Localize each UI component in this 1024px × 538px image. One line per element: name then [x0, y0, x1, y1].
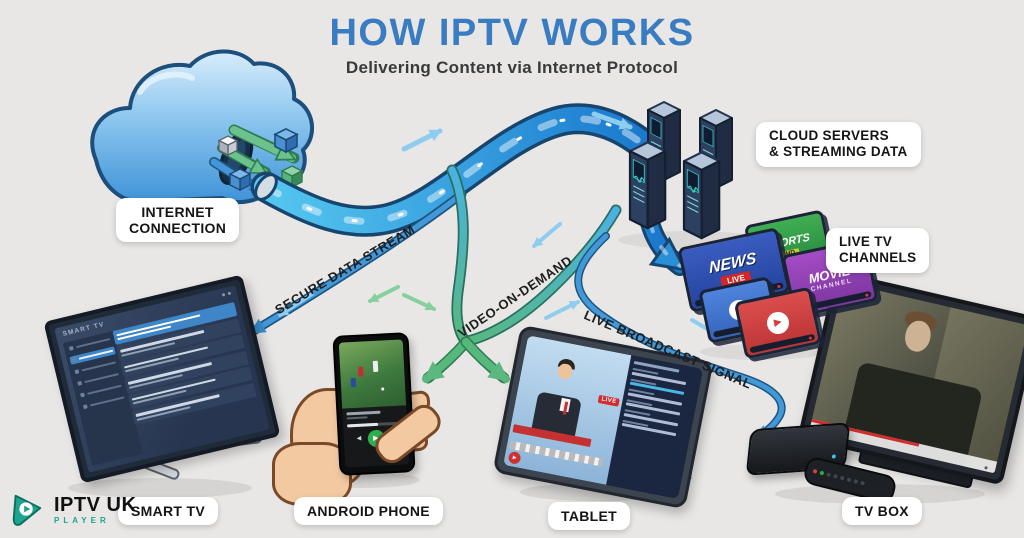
smart-tv-device: SMART TV — [43, 274, 281, 501]
tablet-label: TABLET — [548, 502, 630, 530]
football-player — [357, 366, 364, 377]
cloud-server-racks — [628, 101, 733, 240]
page-title: HOW IPTV WORKS — [329, 12, 695, 54]
live-badge: LIVE — [597, 394, 621, 407]
cloud-servers-label: CLOUD SERVERS & STREAMING DATA — [756, 122, 921, 167]
play-icon: ▶ — [764, 309, 792, 337]
tablet-device: LIVE ▶ — [492, 324, 714, 510]
android-phone-device: ◀ ▶ ▶ — [272, 330, 447, 506]
live-broadcast-line — [574, 232, 786, 441]
page-subtitle: Delivering Content via Internet Protocol — [345, 58, 679, 77]
smart-tv-frame: SMART TV — [43, 274, 281, 484]
data-cubes — [217, 128, 304, 192]
secure-data-stream-line — [247, 189, 467, 337]
smart-tv-screen: SMART TV — [54, 285, 270, 473]
brand-logo: IPTV UK PLAYER — [8, 490, 136, 528]
iptv-player-logo-icon — [12, 494, 42, 526]
brand-logo-text: IPTV UK PLAYER — [54, 494, 136, 525]
android-phone-label: ANDROID PHONE — [294, 497, 443, 525]
football — [380, 387, 384, 391]
text-bar — [346, 410, 381, 415]
power-led — [831, 454, 837, 459]
football-player — [350, 377, 357, 388]
previous-icon: ◀ — [356, 435, 362, 442]
record-icon: ▶ — [507, 450, 522, 465]
internet-connection-label: INTERNET CONNECTION — [116, 198, 240, 242]
brand-name: IPTV UK — [54, 493, 137, 516]
status-icons — [221, 291, 232, 297]
phone-video — [338, 339, 407, 409]
tv-box-label: TV BOX — [842, 497, 922, 525]
brand-subname: PLAYER — [54, 515, 110, 525]
football-player — [372, 360, 379, 372]
control-dot — [984, 465, 988, 470]
live-tv-channels-label: LIVE TV CHANNELS — [826, 228, 930, 273]
smart-tv-label: SMART TV — [118, 497, 218, 525]
text-bar — [346, 415, 369, 420]
video-on-demand-lines — [422, 164, 622, 384]
